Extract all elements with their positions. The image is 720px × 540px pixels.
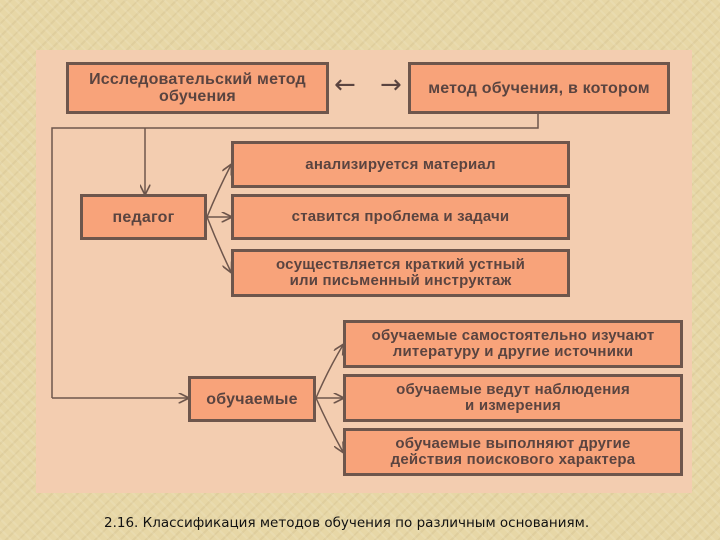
teacher-box: педагог bbox=[80, 194, 207, 240]
figure-caption: 2.16. Классификация методов обучения по … bbox=[104, 515, 590, 531]
arrow-left-icon: ← bbox=[334, 70, 356, 100]
student-action-search: обучаемые выполняют другие действия поис… bbox=[343, 428, 683, 476]
title-box: Исследовательский метод обучения bbox=[66, 62, 329, 114]
student-action-observe: обучаемые ведут наблюдения и измерения bbox=[343, 374, 683, 422]
arrow-teacher-action-3 bbox=[206, 216, 231, 272]
students-box: обучаемые bbox=[188, 376, 316, 422]
teacher-action-analysis: анализируется материал bbox=[231, 141, 570, 188]
arrow-right-icon: → bbox=[380, 70, 402, 100]
teacher-action-instruction: осуществляется краткий устный или письме… bbox=[231, 249, 570, 297]
arrow-student-action-3 bbox=[315, 397, 343, 452]
definition-box: метод обучения, в котором bbox=[408, 62, 670, 114]
connector-top bbox=[51, 114, 539, 398]
teacher-action-problem: ставится проблема и задачи bbox=[231, 194, 570, 240]
student-action-study: обучаемые самостоятельно изучают литерат… bbox=[343, 320, 683, 368]
arrow-teacher-action-1 bbox=[206, 165, 231, 218]
arrow-student-action-1 bbox=[315, 345, 343, 399]
